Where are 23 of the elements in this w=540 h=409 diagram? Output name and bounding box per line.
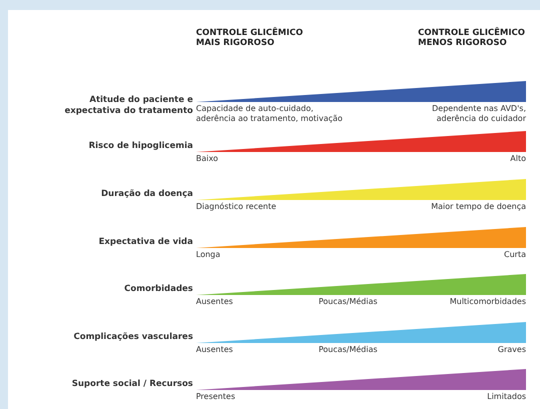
scale-label: Longa — [196, 250, 222, 260]
scale-label: Limitados — [486, 392, 526, 402]
scale-label: Presentes — [196, 392, 236, 402]
scale-label: Maior tempo de doença — [430, 202, 526, 212]
scale-label: Capacidade de auto-cuidado, aderência ao tratamento, motivação — [196, 104, 344, 124]
scale-label: Poucas/Médias — [318, 297, 378, 307]
scale-label: Dependente nas AVD's, aderência do cuidador — [430, 104, 526, 124]
scale-label: Baixo — [196, 154, 219, 164]
scale-label: Alto — [509, 154, 526, 164]
scale-label: Curta — [503, 250, 526, 260]
row-label: Risco de hipoglicemia — [88, 140, 193, 152]
scale-label: Multicomorbidades — [448, 297, 526, 307]
column-heading: CONTROLE GLICÊMICO MAIS RIGOROSO — [196, 28, 304, 48]
row-label: Expectativa de vida — [98, 236, 193, 248]
row-label: Complicações vasculares — [72, 332, 193, 342]
row-label: Comorbidades — [123, 284, 193, 294]
row-label: Duração da doença — [100, 188, 193, 200]
scale-label: Diagnóstico recente — [196, 202, 278, 212]
row-label: Suporte social / Recursos — [70, 378, 193, 390]
scale-label: Graves — [496, 345, 526, 355]
scale-label: Poucas/Médias — [318, 345, 378, 355]
row-label: Atitude do paciente e expectativa do tratamento — [64, 95, 193, 117]
column-heading: CONTROLE GLICÊMICO MENOS RIGOROSO — [418, 28, 526, 48]
